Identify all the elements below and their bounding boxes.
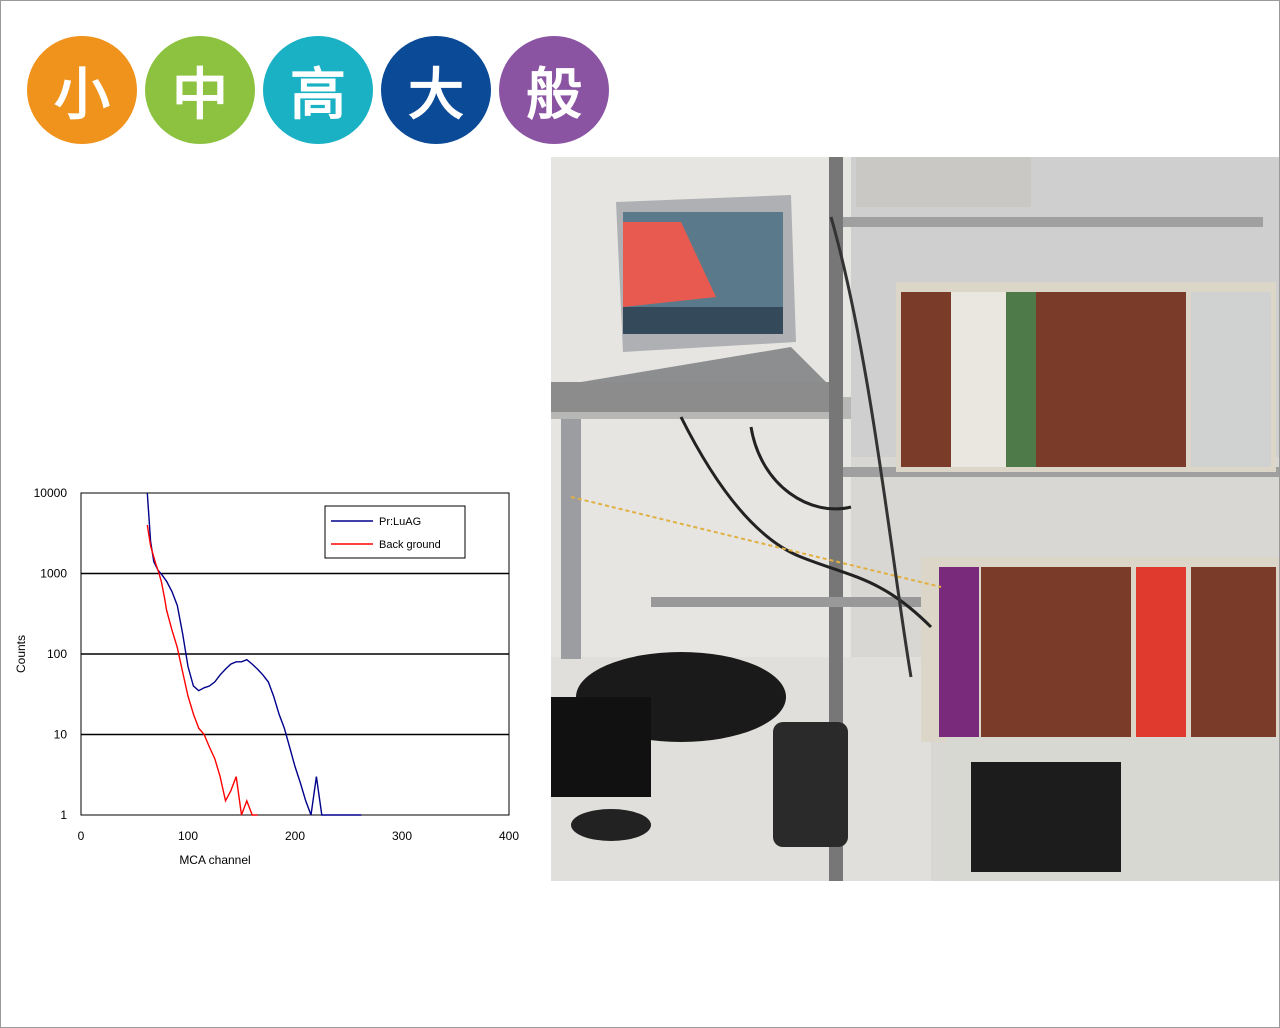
y-tick-label: 10 [54,728,68,742]
level-badge-high-school: 高 [263,36,373,144]
legend-label: Pr:LuAG [379,516,421,528]
series-line-background [146,524,258,816]
level-badge-general: 般 [499,36,609,144]
lab-photo-illustration [551,157,1279,881]
x-tick-label: 0 [78,829,85,843]
y-tick-label: 1000 [40,567,67,581]
y-tick-label: 100 [47,647,67,661]
y-axis-label: Counts [14,635,28,673]
level-badge-university: 大 [381,36,491,144]
x-tick-label: 400 [499,829,519,843]
y-tick-label: 1 [60,808,67,822]
x-tick-label: 200 [285,829,305,843]
y-tick-label: 10000 [34,486,68,500]
x-tick-label: 300 [392,829,412,843]
x-axis-label: MCA channel [179,853,250,867]
lab-equipment-photo [551,157,1279,881]
level-badges: 小 中 高 大 般 [27,36,609,144]
legend-label: Back ground [379,539,441,551]
level-badge-elementary: 小 [27,36,137,144]
series-line-pr-luag [146,492,362,816]
x-tick-label: 100 [178,829,198,843]
legend-box [324,505,466,559]
level-badge-junior-high: 中 [145,36,255,144]
